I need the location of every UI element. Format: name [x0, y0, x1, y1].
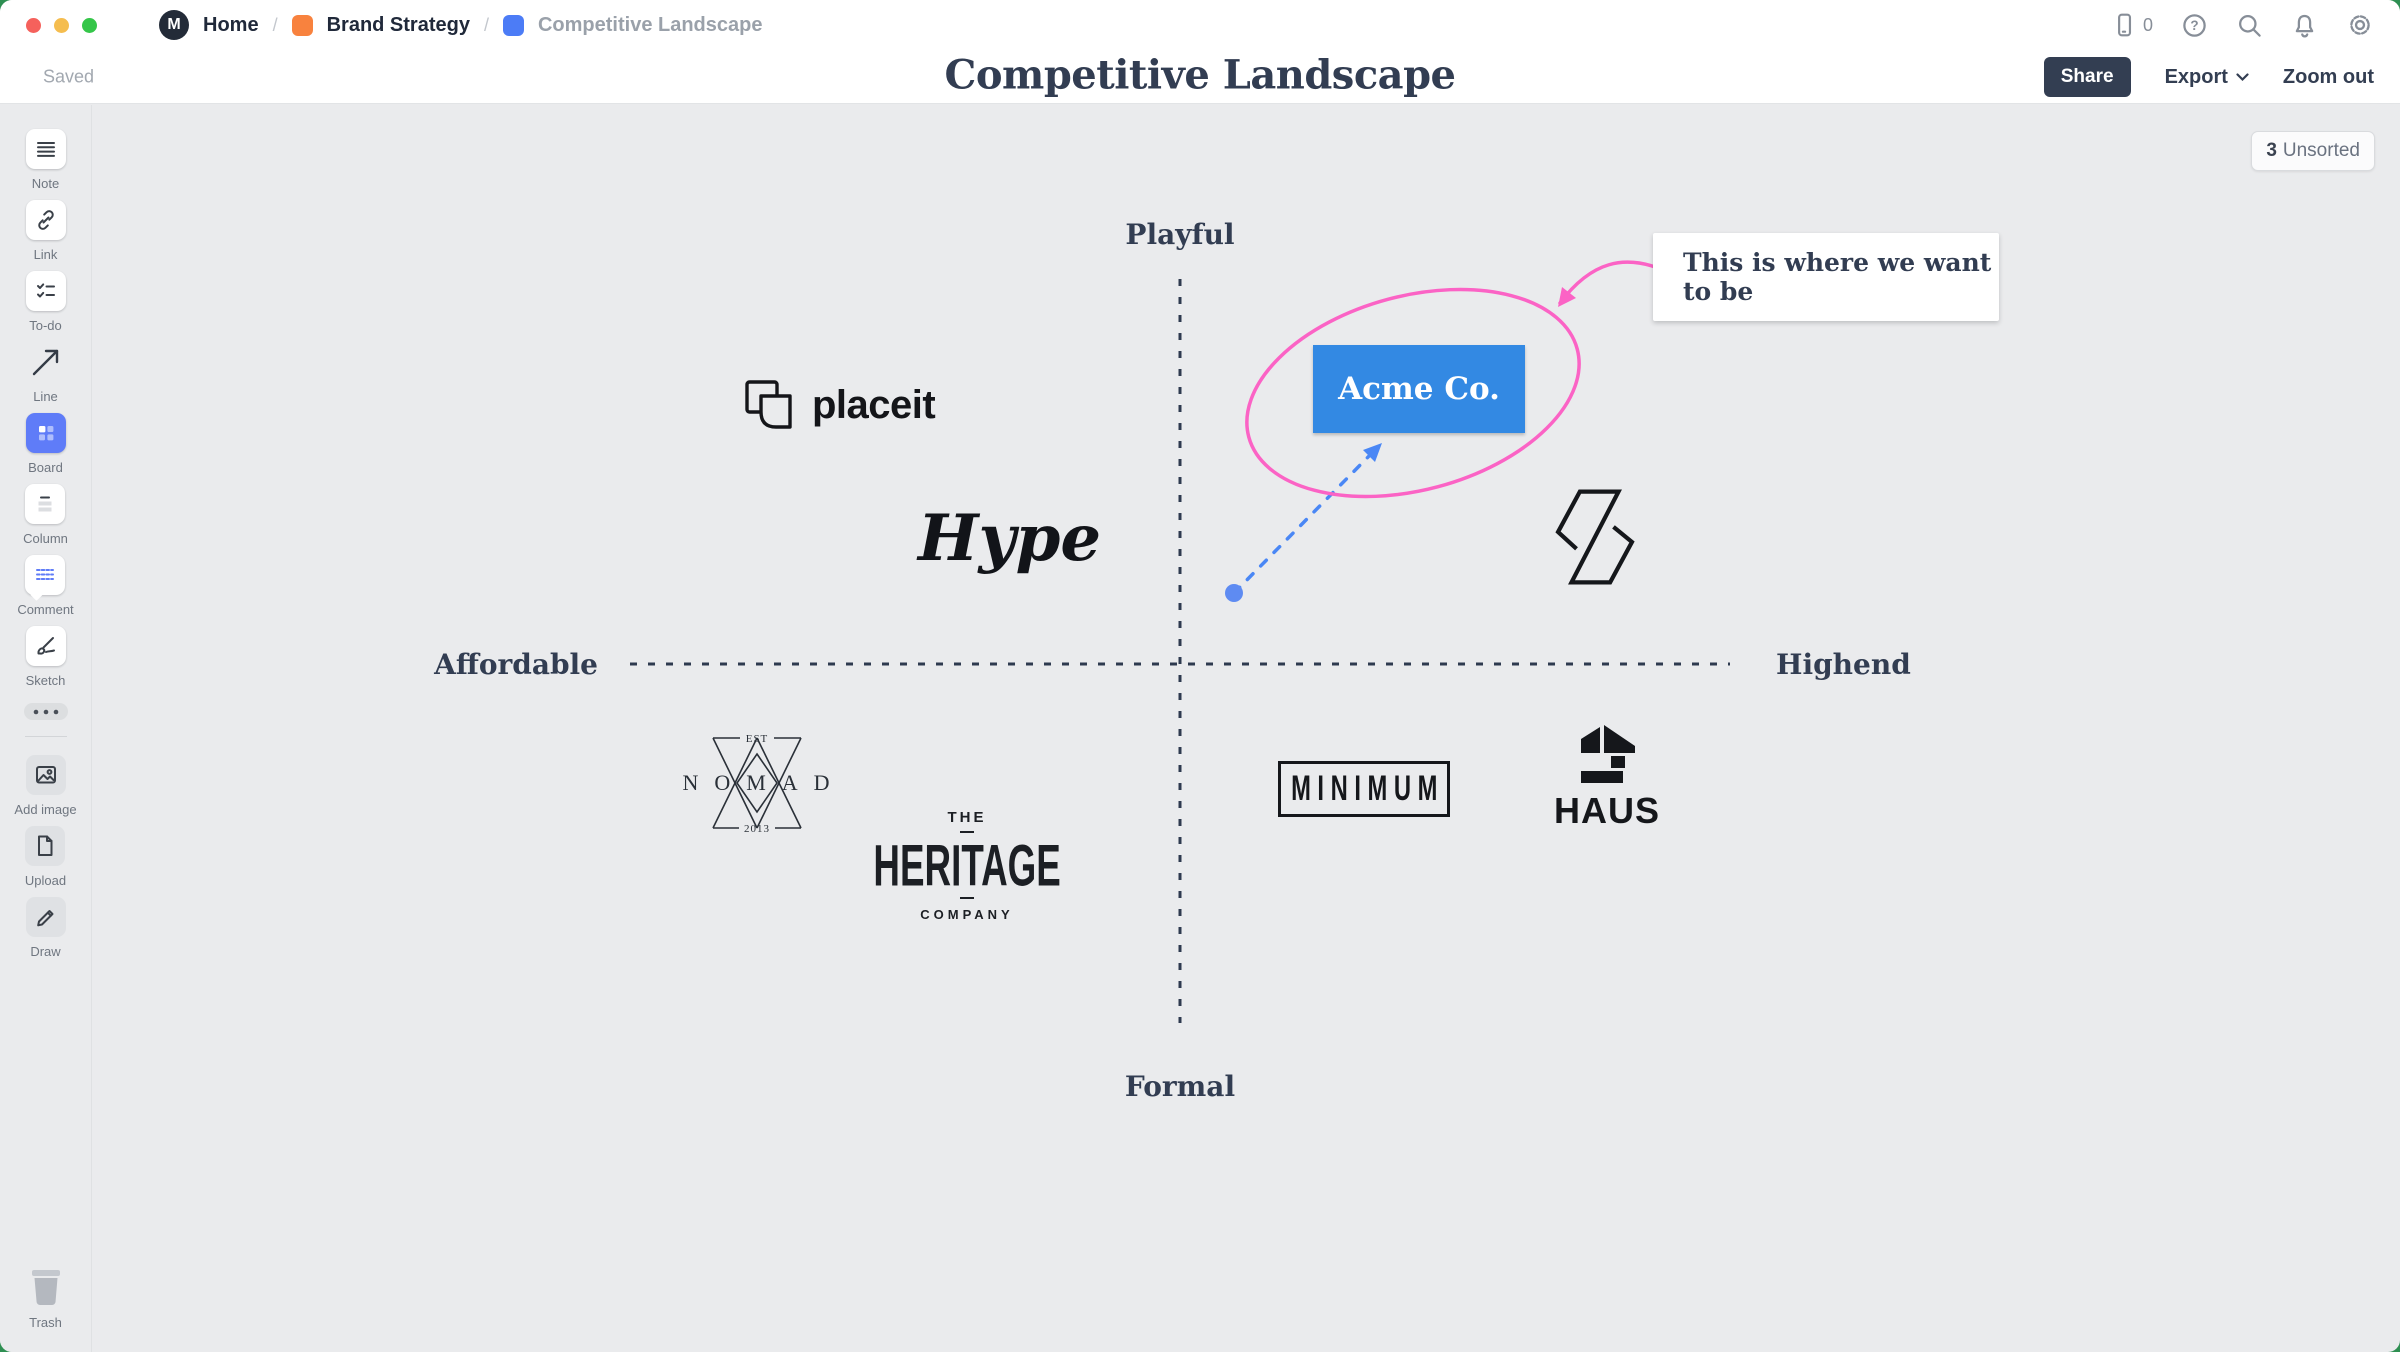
sidebar-tool-sketch[interactable]: Sketch [25, 626, 66, 688]
breadcrumb-brand-strategy[interactable]: Brand Strategy [326, 13, 470, 36]
fullscreen-button[interactable] [82, 17, 97, 33]
haus-logo-text: HAUS [1553, 790, 1660, 831]
save-status: Saved [43, 66, 95, 87]
add-image-icon [35, 766, 56, 784]
sidebar-tool-note[interactable]: Note [25, 129, 66, 191]
breadcrumb-separator: / [272, 14, 278, 35]
close-button[interactable] [26, 17, 41, 33]
logo-card-hype[interactable]: Hype [918, 501, 1102, 576]
logo-card-heritage[interactable]: THE HERITAGE COMPANY [873, 809, 1060, 922]
breadcrumb-home[interactable]: Home [203, 13, 259, 36]
acme-card[interactable]: Acme Co. [1313, 345, 1525, 433]
sketch-icon [36, 637, 55, 655]
phone-icon [2118, 13, 2132, 37]
heritage-divider [960, 831, 974, 833]
note-card-text: This is where we want to be [1683, 248, 1992, 306]
trash-dropzone[interactable]: Trash [27, 1266, 65, 1330]
share-button[interactable]: Share [2043, 57, 2131, 97]
note-icon [36, 142, 55, 157]
header: M Home / Brand Strategy / Competitive La… [0, 0, 2400, 104]
chevron-down-icon [2236, 72, 2249, 81]
unsorted-label: Unsorted [2282, 140, 2360, 161]
axis-label-left[interactable]: Affordable [434, 648, 598, 681]
draw-pencil-icon [36, 910, 53, 927]
breadcrumb: M Home / Brand Strategy / Competitive La… [159, 10, 763, 40]
pink-arrowhead [1558, 287, 1576, 307]
sidebar-tool-link[interactable]: Link [25, 200, 66, 262]
breadcrumb-current-board: Competitive Landscape [537, 13, 763, 36]
todo-icon [36, 283, 55, 298]
nomad-est-text: EST [746, 733, 769, 745]
placeit-logo-text: placeit [812, 382, 936, 427]
toolbar-sidebar: Note Link To-do Line Board Column Commen… [0, 105, 92, 1352]
logo-card-minimum[interactable]: MINIMUM [1278, 761, 1450, 817]
board-chip-blue-icon[interactable] [502, 14, 524, 36]
page-title: Competitive Landscape [944, 51, 1456, 99]
axis-label-bottom[interactable]: Formal [1124, 1070, 1236, 1103]
milanote-logo-icon[interactable]: M [159, 10, 189, 40]
sidebar-tool-todo[interactable]: To-do [25, 271, 66, 333]
note-card[interactable]: This is where we want to be [1653, 233, 1999, 321]
pink-annotation-layer [1245, 260, 1672, 499]
sidebar-tool-add-image[interactable]: Add image [14, 755, 77, 817]
logo-card-haus[interactable]: HAUS [1550, 725, 1664, 832]
haus-logo-icon [1581, 725, 1635, 783]
svg-text:?: ? [2190, 18, 2198, 33]
sidebar-tool-comment[interactable]: Comment [17, 555, 74, 617]
heritage-company-text: COMPANY [920, 907, 1014, 922]
nomad-name-text: NOMAD [682, 770, 843, 795]
board-icon [38, 426, 53, 441]
logo-card-placeit[interactable]: placeit [744, 379, 936, 431]
axis-label-right[interactable]: Highend [1776, 648, 1911, 681]
board-chip-orange-icon[interactable] [291, 14, 313, 36]
sidebar-tool-upload[interactable]: Upload [25, 826, 66, 888]
zoom-out-button[interactable]: Zoom out [2282, 65, 2374, 88]
help-icon: ? [2183, 13, 2206, 37]
heritage-name-text: HERITAGE [873, 831, 1061, 899]
help-button[interactable]: ? [2181, 12, 2208, 39]
blue-endpoint-dot [1225, 584, 1243, 602]
logo-card-nomad[interactable]: EST 2013 NOMAD [673, 726, 843, 841]
sidebar-tool-column[interactable]: Column [23, 484, 68, 546]
unsorted-count: 3 [2266, 140, 2277, 161]
link-icon [37, 210, 54, 230]
sidebar-divider [24, 736, 67, 737]
axes-and-arrow-layer [630, 279, 1730, 1023]
breadcrumb-separator: / [483, 14, 489, 35]
heritage-the-text: THE [947, 809, 987, 826]
placeit-logo-icon [745, 380, 792, 429]
search-icon [2239, 14, 2261, 37]
notifications-button[interactable] [2291, 12, 2318, 39]
axis-label-top[interactable]: Playful [1125, 218, 1235, 251]
trash-icon [31, 1270, 60, 1306]
line-arrow-icon [32, 349, 58, 376]
minimum-logo-text: MINIMUM [1290, 768, 1444, 808]
sidebar-tool-board[interactable]: Board [25, 413, 66, 475]
window-controls [26, 17, 97, 33]
sidebar-tool-draw[interactable]: Draw [25, 897, 66, 959]
blue-arrowhead [1363, 443, 1382, 462]
comment-icon [36, 569, 55, 580]
more-tools-button[interactable] [23, 703, 68, 720]
nomad-year-text: 2013 [744, 823, 770, 835]
bell-icon [2295, 14, 2314, 37]
device-count: 0 [2142, 14, 2153, 35]
sidebar-tool-line[interactable]: Line [26, 342, 66, 404]
upload-file-icon [38, 835, 53, 856]
export-button[interactable]: Export [2165, 66, 2249, 89]
acme-card-text: Acme Co. [1338, 371, 1500, 407]
board-canvas[interactable]: Playful Formal Affordable Highend placei… [92, 105, 2400, 1352]
ellipsis-icon [33, 709, 58, 714]
devices-button[interactable]: 0 [2111, 12, 2153, 38]
logo-card-hexagon-s[interactable] [1553, 488, 1637, 586]
blue-dashed-arrow-line [1232, 451, 1374, 595]
column-icon [38, 496, 52, 512]
search-button[interactable] [2236, 12, 2263, 39]
heritage-divider [960, 897, 974, 899]
settings-button[interactable] [2346, 11, 2374, 39]
minimize-button[interactable] [54, 17, 69, 33]
gear-icon [2350, 15, 2370, 35]
